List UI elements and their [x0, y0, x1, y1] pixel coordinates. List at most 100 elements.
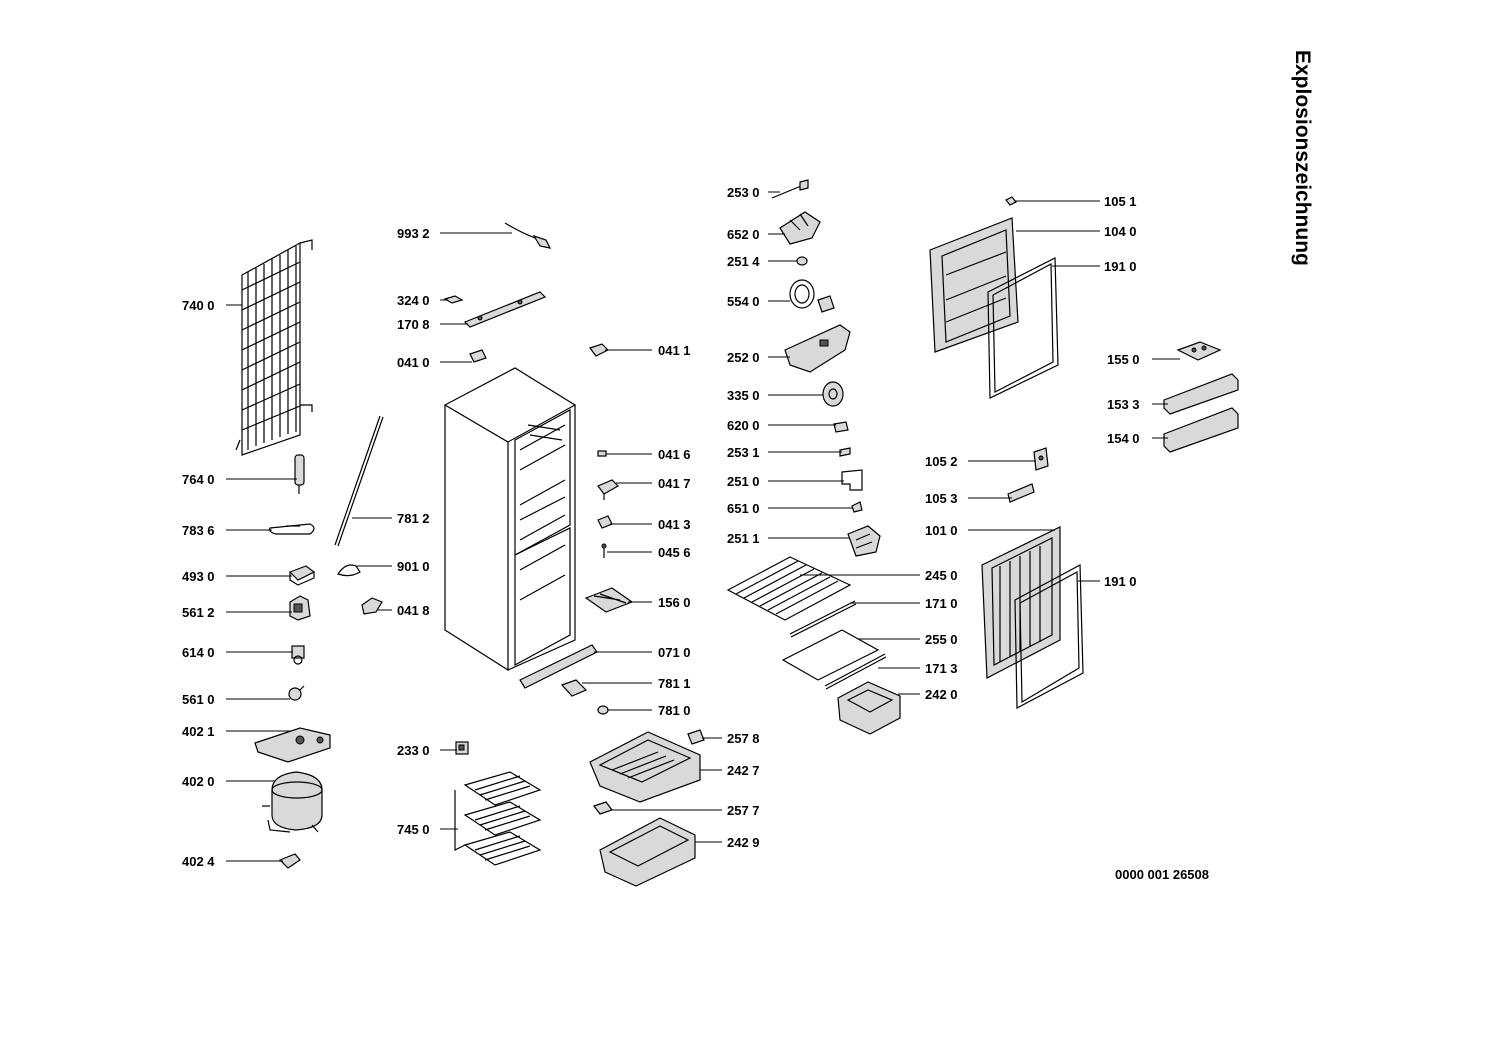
- egg-tray-drawing: [1176, 341, 1222, 361]
- callout-781-0: 781 0: [608, 703, 691, 718]
- part-label: 253 1: [727, 445, 760, 460]
- part-label: 154 0: [1107, 431, 1140, 446]
- part-257-8-drawing: [687, 729, 705, 745]
- callout-901-0: 901 0: [355, 559, 430, 574]
- part-402-4-drawing: [278, 853, 301, 869]
- callout-245-0: 245 0: [800, 568, 958, 583]
- callout-257-8: 257 8: [702, 731, 760, 746]
- crisper-drawer-242-7-drawing: [589, 731, 701, 803]
- part-105-3-drawing: [1007, 483, 1035, 503]
- part-251-4-drawing: [796, 256, 808, 266]
- callout-253-1: 253 1: [727, 445, 842, 460]
- callout-191-0-bottom: 191 0: [1078, 574, 1137, 589]
- ice-tray-drawing: [584, 587, 634, 613]
- callout-745-0: 745 0: [397, 822, 458, 837]
- callout-153-3: 153 3: [1107, 397, 1168, 412]
- wire-rack-drawing: [726, 556, 852, 621]
- drawer-242-9-drawing: [599, 817, 696, 887]
- part-label: 745 0: [397, 822, 430, 837]
- strip-171-3-drawing: [824, 653, 887, 690]
- callout-561-2: 561 2: [182, 605, 292, 620]
- part-label: 242 9: [727, 835, 760, 850]
- part-label: 191 0: [1104, 259, 1137, 274]
- callout-255-0: 255 0: [858, 632, 958, 647]
- part-label: 253 0: [727, 185, 760, 200]
- callout-402-0: 402 0: [182, 774, 275, 789]
- part-label: 993 2: [397, 226, 430, 241]
- callout-233-0: 233 0: [397, 743, 457, 758]
- callout-251-0: 251 0: [727, 474, 844, 489]
- callout-242-7: 242 7: [700, 763, 760, 778]
- callout-170-8: 170 8: [397, 317, 468, 332]
- wire-shelves-drawing: [454, 771, 542, 866]
- callout-155-0: 155 0: [1107, 352, 1180, 367]
- cabinet-drawing: [443, 367, 577, 672]
- callout-402-4: 402 4: [182, 854, 283, 869]
- callout-101-0: 101 0: [925, 523, 1055, 538]
- part-324-drawing: [443, 295, 464, 304]
- callout-041-8: 041 8: [378, 603, 430, 618]
- bracket-041-6-drawing: [597, 450, 607, 457]
- part-label: 781 0: [658, 703, 691, 718]
- callout-740-0: 740 0: [182, 298, 242, 313]
- filter-drier-drawing: [294, 454, 305, 494]
- part-label: 171 3: [925, 661, 958, 676]
- part-label: 233 0: [397, 743, 430, 758]
- base-rail-drawing: [519, 644, 598, 689]
- callout-614-0: 614 0: [182, 645, 293, 660]
- cable-993-drawing: [504, 222, 552, 249]
- part-label: 402 0: [182, 774, 215, 789]
- callout-154-0: 154 0: [1107, 431, 1168, 446]
- part-label: 071 0: [658, 645, 691, 660]
- callout-041-3: 041 3: [610, 517, 691, 532]
- part-label: 251 4: [727, 254, 760, 269]
- callout-251-1: 251 1: [727, 531, 850, 546]
- callout-251-4: 251 4: [727, 254, 797, 269]
- part-label: 041 1: [658, 343, 691, 358]
- callout-402-1: 402 1: [182, 724, 290, 739]
- callout-764-0: 764 0: [182, 472, 297, 487]
- part-781-1-drawing: [560, 679, 588, 697]
- bracket-041-8-drawing: [361, 597, 383, 615]
- part-label: 156 0: [658, 595, 691, 610]
- part-label: 335 0: [727, 388, 760, 403]
- part-label: 257 8: [727, 731, 760, 746]
- part-label: 781 1: [658, 676, 691, 691]
- part-label: 402 4: [182, 854, 215, 869]
- door-shelf-154-drawing: [1163, 407, 1239, 453]
- callout-493-0: 493 0: [182, 569, 292, 584]
- hinge-105-2-drawing: [1033, 447, 1049, 471]
- part-label: 105 1: [1104, 194, 1137, 209]
- housing-252-drawing: [784, 324, 851, 373]
- part-label: 155 0: [1107, 352, 1140, 367]
- part-label: 105 2: [925, 454, 958, 469]
- screw-045-6-drawing: [601, 543, 607, 558]
- part-651-drawing: [851, 501, 863, 513]
- part-label: 740 0: [182, 298, 215, 313]
- part-label: 251 0: [727, 474, 760, 489]
- part-901-drawing: [337, 564, 361, 577]
- strip-170-drawing: [463, 291, 547, 328]
- part-label: 245 0: [925, 568, 958, 583]
- part-label: 041 0: [397, 355, 430, 370]
- callout-554-0: 554 0: [727, 294, 790, 309]
- part-label: 493 0: [182, 569, 215, 584]
- callout-781-1: 781 1: [582, 676, 691, 691]
- condenser-coil-drawing: [235, 239, 313, 456]
- box-242-0-drawing: [837, 681, 901, 735]
- callout-620-0: 620 0: [727, 418, 836, 433]
- part-493-drawing: [288, 565, 316, 586]
- part-label: 041 3: [658, 517, 691, 532]
- part-label: 652 0: [727, 227, 760, 242]
- part-label: 783 6: [182, 523, 215, 538]
- lamp-cover-drawing: [847, 525, 881, 557]
- callout-242-0: 242 0: [898, 687, 958, 702]
- part-label: 620 0: [727, 418, 760, 433]
- part-561-2-drawing: [289, 595, 311, 621]
- strip-171-0-drawing: [789, 600, 857, 638]
- part-label: 561 2: [182, 605, 215, 620]
- callout-071-0: 071 0: [594, 645, 691, 660]
- part-label: 324 0: [397, 293, 430, 308]
- part-620-drawing: [833, 421, 849, 433]
